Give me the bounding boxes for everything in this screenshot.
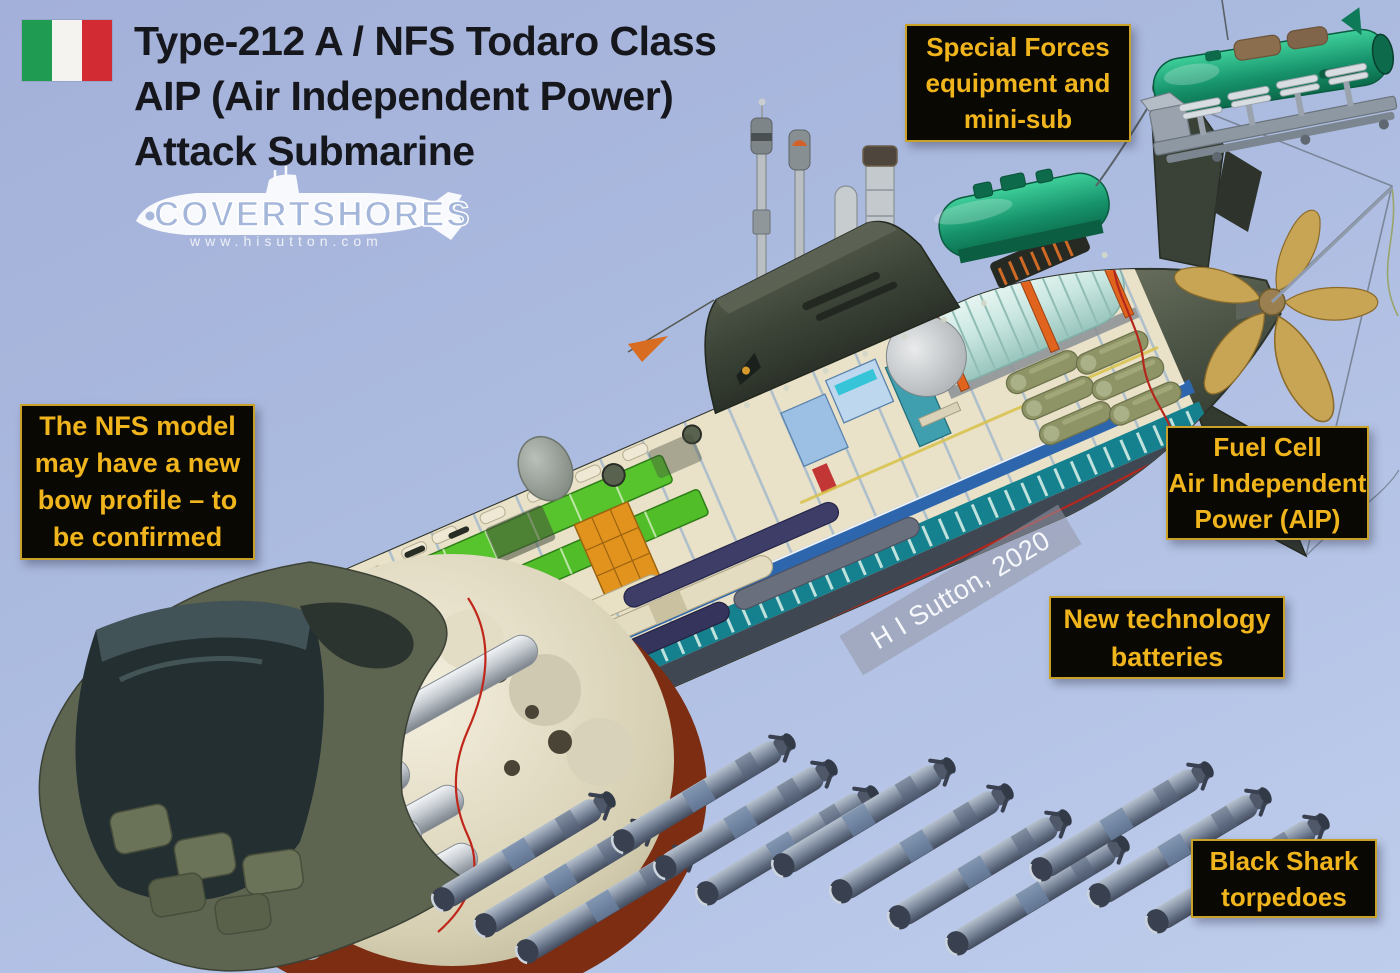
label-line: torpedoes xyxy=(1221,881,1347,912)
machinery-compartment xyxy=(780,346,1159,505)
label-line: equipment and xyxy=(925,68,1111,98)
propeller xyxy=(1170,186,1394,431)
logo-wordmark: COVERTSHORES xyxy=(154,195,470,234)
signal-pennant xyxy=(627,299,715,362)
label-line: be confirmed xyxy=(52,522,223,552)
aft-deck-opening xyxy=(990,225,1090,289)
label-line: New technology xyxy=(1063,603,1271,634)
label-line: may have a new xyxy=(34,448,241,478)
page-title: Type-212 A / NFS Todaro Class AIP (Air I… xyxy=(134,14,717,179)
equipment-container xyxy=(934,168,1110,264)
mini-sub-hoist-line xyxy=(1221,0,1229,41)
title-line-2: AIP (Air Independent Power) xyxy=(134,73,674,119)
bulkhead-holes xyxy=(436,610,634,786)
flag-red-stripe xyxy=(82,20,112,81)
label-line: Power (AIP) xyxy=(1194,504,1341,534)
deck-dome xyxy=(517,435,574,502)
label-line: bow profile – to xyxy=(37,485,238,515)
title-line-3: Attack Submarine xyxy=(134,128,475,174)
flag-white-stripe xyxy=(52,20,82,81)
sail xyxy=(704,220,961,415)
bow-tiles xyxy=(109,803,304,936)
logo-url: www.hisutton.com xyxy=(189,233,383,249)
label-line: Air Independent xyxy=(1168,468,1367,498)
equipment-sled xyxy=(1139,62,1398,163)
label-fuel-cell-aip: Fuel Cell Air Independent Power (AIP) xyxy=(1166,426,1369,540)
label-line: mini-sub xyxy=(963,104,1073,134)
title-line-1: Type-212 A / NFS Todaro Class xyxy=(134,18,717,64)
label-line: batteries xyxy=(1110,641,1224,672)
label-black-shark-torpedoes: Black Shark torpedoes xyxy=(1191,839,1377,918)
label-new-technology-batteries: New technology batteries xyxy=(1049,596,1285,679)
label-line: Black Shark xyxy=(1209,845,1359,876)
bow-fairing xyxy=(300,602,414,669)
torpedo xyxy=(764,748,963,885)
label-nfs-bow-profile: The NFS model may have a new bow profile… xyxy=(20,404,255,560)
logo-submarine-silhouette xyxy=(136,166,463,240)
flag-green-stripe xyxy=(22,20,52,81)
label-special-forces: Special Forces equipment and mini-sub xyxy=(905,24,1131,142)
covertshores-logo: COVERTSHORES www.hisutton.com xyxy=(128,166,470,254)
italy-flag xyxy=(22,20,112,81)
label-line: Fuel Cell xyxy=(1213,432,1322,462)
mini-sub xyxy=(1152,7,1395,115)
label-line: The NFS model xyxy=(39,411,236,441)
label-line: Special Forces xyxy=(926,32,1110,62)
